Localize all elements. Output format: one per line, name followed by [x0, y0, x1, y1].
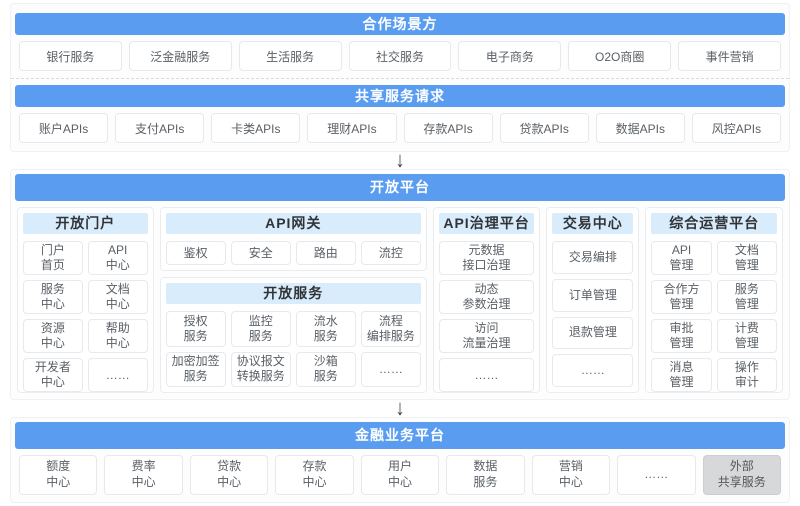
open-service-item: 流程 编排服务 — [360, 311, 421, 347]
finance-item-external: 外部 共享服务 — [702, 455, 781, 495]
api-item: 账户APIs — [19, 113, 109, 143]
operations-item: 消息 管理 — [651, 358, 712, 392]
gateway-item: 鉴权 — [165, 241, 226, 265]
open-portal-grid: 门户 首页 API 中心 服务 中心 文档 中心 资源 中心 帮助 中心 开发者… — [23, 241, 148, 392]
operations-platform-grid: API 管理 文档 管理 合作方 管理 服务 管理 审批 管理 计费 管理 消息… — [651, 241, 777, 392]
trade-item: 退款管理 — [552, 316, 634, 350]
shared-services-header: 共享服务请求 — [15, 85, 785, 107]
open-service-item: 监控 服务 — [230, 311, 291, 347]
finance-item: 存款 中心 — [275, 455, 354, 495]
gateway-item: 流控 — [360, 241, 421, 265]
portal-item: 文档 中心 — [87, 280, 148, 314]
section-finance-platform: 金融业务平台 额度 中心 费率 中心 贷款 中心 存款 中心 用户 中心 数据 … — [10, 417, 790, 503]
scenario-item: 银行服务 — [19, 41, 122, 71]
finance-item: 用户 中心 — [360, 455, 440, 495]
operations-platform-header: 综合运营平台 — [651, 213, 777, 234]
trade-item: 订单管理 — [552, 278, 634, 312]
api-item: 支付APIs — [115, 113, 205, 143]
finance-item: 额度 中心 — [19, 455, 98, 495]
governance-item: 访问 流量治理 — [438, 319, 535, 353]
governance-item: 元数据 接口治理 — [438, 241, 535, 275]
api-governance-grid: 元数据 接口治理 动态 参数治理 访问 流量治理 …… — [438, 241, 535, 392]
section-open-platform: 开放平台 开放门户 门户 首页 API 中心 服务 中心 文档 中心 资源 中心… — [10, 169, 790, 400]
operations-item: 操作 审计 — [716, 358, 777, 392]
open-service-item: 加密加签 服务 — [165, 351, 226, 387]
trade-item: 交易编排 — [552, 241, 634, 274]
gateway-item: 路由 — [295, 241, 356, 265]
trade-item: …… — [552, 354, 634, 387]
operations-item: 文档 管理 — [716, 241, 777, 275]
api-item: 风控APIs — [691, 113, 781, 143]
api-governance-header: API治理平台 — [438, 213, 535, 234]
open-portal-header: 开放门户 — [23, 213, 148, 234]
finance-platform-row: 额度 中心 费率 中心 贷款 中心 存款 中心 用户 中心 数据 服务 营销 中… — [11, 449, 789, 502]
open-service-item: 授权 服务 — [165, 311, 226, 347]
trade-center-header: 交易中心 — [552, 213, 634, 234]
column-gateway-and-services: API网关 鉴权 安全 路由 流控 开放服务 授权 服务 监控 服务 流水 服务… — [159, 207, 427, 393]
scenario-item: 电子商务 — [458, 41, 562, 71]
section-cooperation-and-requests: 合作场景方 银行服务 泛金融服务 生活服务 社交服务 电子商务 O2O商圈 事件… — [10, 3, 790, 152]
api-item: 数据APIs — [595, 113, 685, 143]
open-service-item: …… — [360, 351, 421, 387]
column-open-portal: 开放门户 门户 首页 API 中心 服务 中心 文档 中心 资源 中心 帮助 中… — [17, 207, 154, 393]
cooperation-block: 合作场景方 银行服务 泛金融服务 生活服务 社交服务 电子商务 O2O商圈 事件… — [11, 4, 789, 78]
shared-services-row: 账户APIs 支付APIs 卡类APIs 理财APIs 存款APIs 贷款API… — [11, 107, 789, 151]
finance-item: 贷款 中心 — [189, 455, 269, 495]
open-service-item: 协议报文 转换服务 — [230, 351, 291, 387]
column-trade-center: 交易中心 交易编排 订单管理 退款管理 …… — [546, 207, 640, 393]
scenario-item: O2O商圈 — [568, 41, 672, 71]
api-item: 贷款APIs — [499, 113, 589, 143]
operations-item: 服务 管理 — [716, 280, 777, 314]
portal-item: 资源 中心 — [23, 319, 83, 353]
operations-item: API 管理 — [651, 241, 712, 275]
finance-platform-header: 金融业务平台 — [15, 422, 785, 449]
operations-item: 计费 管理 — [716, 319, 777, 353]
scenario-item: 生活服务 — [238, 41, 342, 71]
api-gateway-header: API网关 — [165, 213, 421, 234]
finance-item: 数据 服务 — [446, 455, 525, 495]
panel-api-gateway: API网关 鉴权 安全 路由 流控 — [159, 207, 427, 271]
panel-open-services: 开放服务 授权 服务 监控 服务 流水 服务 流程 编排服务 加密加签 服务 协… — [159, 277, 427, 393]
governance-item: …… — [438, 358, 535, 392]
governance-item: 动态 参数治理 — [438, 280, 535, 314]
api-gateway-grid: 鉴权 安全 路由 流控 — [165, 241, 421, 265]
open-service-item: 沙箱 服务 — [295, 351, 356, 387]
scenario-item: 社交服务 — [348, 41, 452, 71]
open-services-grid: 授权 服务 监控 服务 流水 服务 流程 编排服务 加密加签 服务 协议报文 转… — [165, 311, 421, 387]
cooperation-header: 合作场景方 — [15, 13, 785, 35]
operations-item: 审批 管理 — [651, 319, 712, 353]
open-platform-header: 开放平台 — [15, 174, 785, 201]
operations-item: 合作方 管理 — [651, 280, 712, 314]
flow-arrow-top: ↓ — [10, 148, 790, 173]
scenario-item: 泛金融服务 — [128, 41, 232, 71]
open-service-item: 流水 服务 — [295, 311, 356, 347]
flow-arrow-bottom: ↓ — [10, 396, 790, 421]
down-arrow-icon: ↓ — [395, 148, 405, 173]
open-platform-columns: 开放门户 门户 首页 API 中心 服务 中心 文档 中心 资源 中心 帮助 中… — [11, 201, 789, 399]
portal-item: 帮助 中心 — [87, 319, 148, 353]
column-operations-platform: 综合运营平台 API 管理 文档 管理 合作方 管理 服务 管理 审批 管理 计… — [645, 207, 783, 393]
portal-item: 门户 首页 — [23, 241, 83, 275]
api-item: 存款APIs — [403, 113, 493, 143]
portal-item: 服务 中心 — [23, 280, 83, 314]
finance-item: …… — [617, 455, 696, 495]
section-divider — [11, 78, 789, 79]
finance-item: 费率 中心 — [104, 455, 183, 495]
api-item: 理财APIs — [307, 113, 397, 143]
api-item: 卡类APIs — [211, 113, 301, 143]
shared-services-block: 共享服务请求 账户APIs 支付APIs 卡类APIs 理财APIs 存款API… — [11, 79, 789, 151]
finance-item: 营销 中心 — [531, 455, 611, 495]
trade-center-grid: 交易编排 订单管理 退款管理 …… — [552, 241, 634, 387]
portal-item: …… — [87, 358, 148, 392]
gateway-item: 安全 — [230, 241, 291, 265]
down-arrow-icon: ↓ — [395, 396, 405, 421]
scenario-item: 事件营销 — [678, 41, 782, 71]
open-services-header: 开放服务 — [165, 283, 421, 304]
portal-item: API 中心 — [87, 241, 148, 275]
column-api-governance: API治理平台 元数据 接口治理 动态 参数治理 访问 流量治理 …… — [432, 207, 541, 393]
portal-item: 开发者 中心 — [23, 358, 83, 392]
cooperation-row: 银行服务 泛金融服务 生活服务 社交服务 电子商务 O2O商圈 事件营销 — [11, 35, 789, 78]
